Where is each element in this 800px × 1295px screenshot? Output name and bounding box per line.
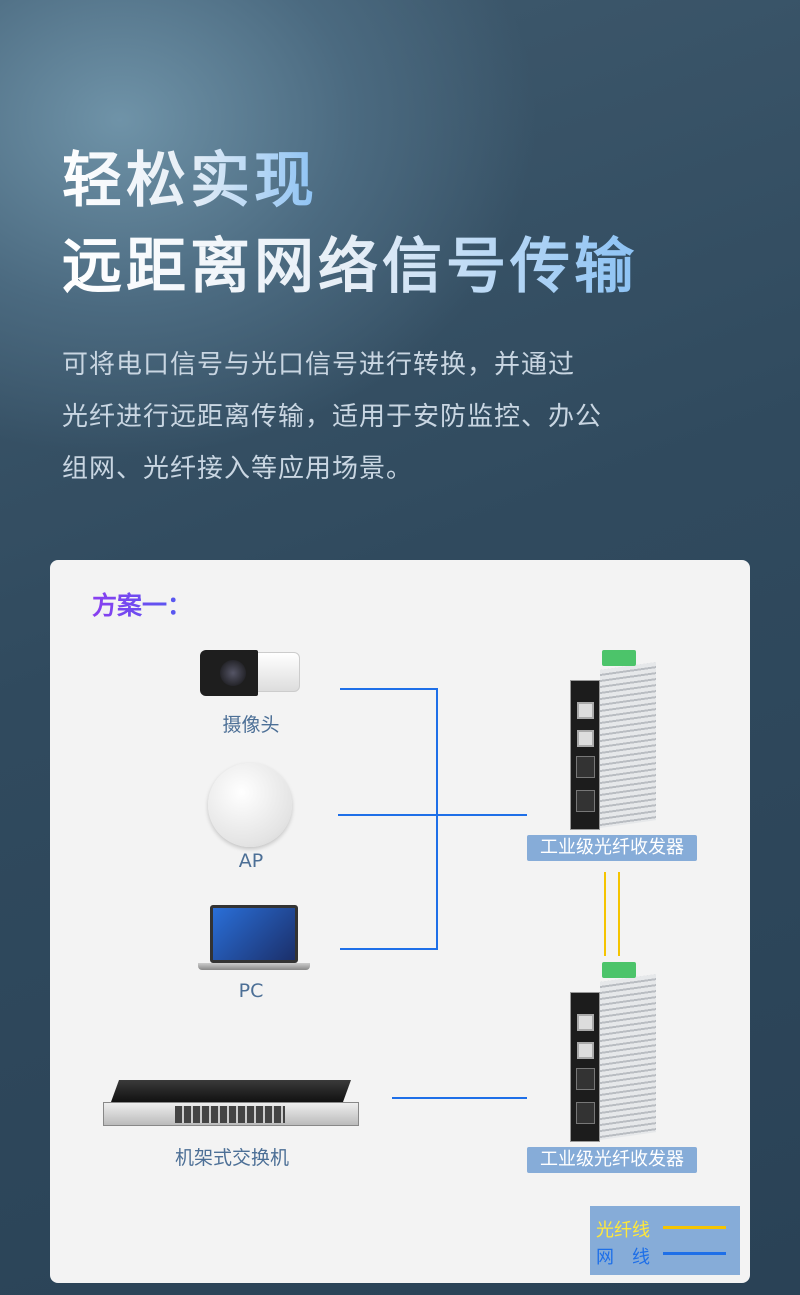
headline-line2: 远距离网络信号传输 xyxy=(62,218,638,305)
transceiver-bottom-label: 工业级光纤收发器 xyxy=(527,1147,697,1173)
network-cable-line xyxy=(340,688,438,690)
network-cable-line xyxy=(338,814,527,816)
headline-line1: 轻松实现 xyxy=(62,132,318,219)
description-line: 组网、光纤接入等应用场景。 xyxy=(62,454,414,484)
legend: 光纤线 网 线 xyxy=(590,1206,740,1275)
network-cable-line xyxy=(340,948,438,950)
fiber-cable-line xyxy=(604,872,606,956)
transceiver-bottom-image xyxy=(570,962,656,1142)
camera-label: 摄像头 xyxy=(222,714,280,736)
network-cable-line xyxy=(436,688,438,950)
access-point-image xyxy=(208,763,292,847)
legend-fiber-label: 光纤线 xyxy=(596,1220,650,1241)
legend-fiber-swatch xyxy=(663,1226,726,1229)
rack-switch-image xyxy=(103,1080,359,1128)
legend-network-label: 网 线 xyxy=(596,1247,650,1268)
pc-label: PC xyxy=(238,980,264,1002)
camera-image xyxy=(200,648,300,698)
transceiver-top-image xyxy=(570,650,656,830)
network-cable-line xyxy=(392,1097,527,1099)
ap-label: AP xyxy=(238,850,264,872)
legend-network-swatch xyxy=(663,1252,726,1255)
switch-label: 机架式交换机 xyxy=(174,1147,290,1169)
description-line: 可将电口信号与光口信号进行转换，并通过 xyxy=(62,350,576,380)
transceiver-top-label: 工业级光纤收发器 xyxy=(527,835,697,861)
plan-title: 方案一： xyxy=(92,586,192,622)
fiber-cable-line xyxy=(618,872,620,956)
description-line: 光纤进行远距离传输，适用于安防监控、办公 xyxy=(62,402,603,432)
laptop-image xyxy=(198,905,310,971)
